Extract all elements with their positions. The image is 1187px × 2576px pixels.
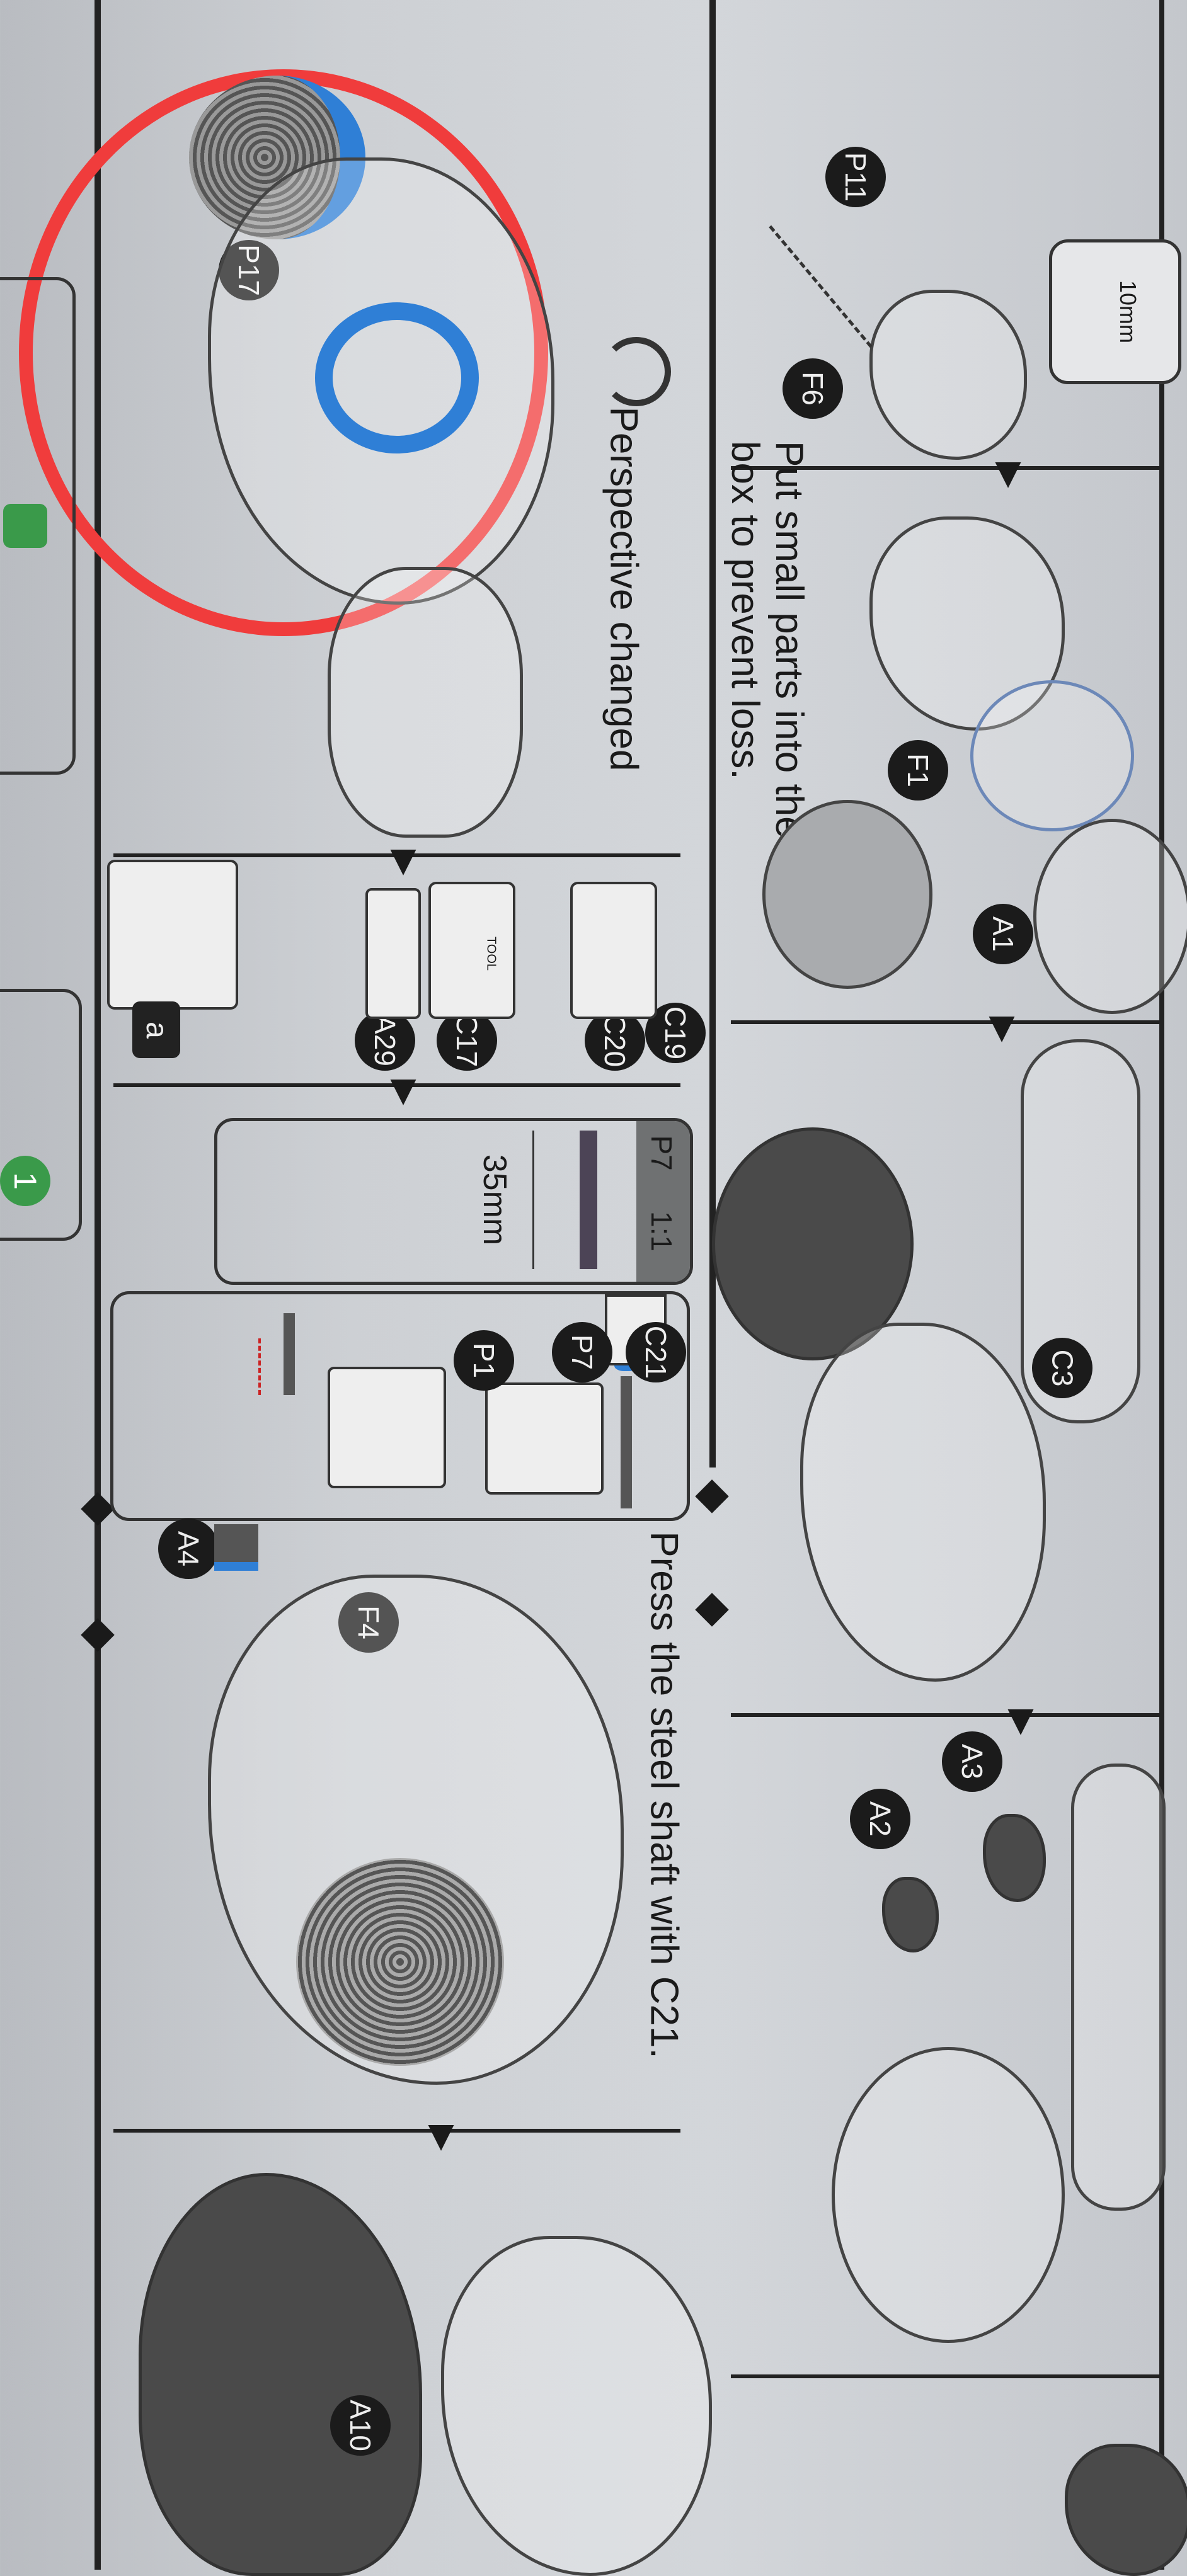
screw-size-box: 10mm — [1049, 239, 1181, 384]
scale-header — [636, 1121, 690, 1282]
column-divider-middle — [709, 0, 716, 1468]
rotate-view-icon — [602, 337, 671, 406]
frame-part-c3 — [800, 1323, 1046, 1682]
frame-part — [869, 516, 1065, 731]
row-divider — [731, 1713, 1159, 1717]
diamond-icon: ◆ — [81, 1481, 115, 1530]
press-shaft-instruction: Press the steel shaft with C21. — [642, 1531, 686, 2059]
small-parts-instruction: Put small parts into the box to prevent … — [723, 441, 811, 838]
frame-part — [441, 2236, 712, 2576]
settings-step-icon — [3, 504, 47, 548]
part-label-p1: P1 — [454, 1330, 514, 1391]
press-shaft-callout — [110, 1291, 690, 1521]
part-label-c20: C20 — [585, 1010, 645, 1071]
column-divider-left — [95, 0, 101, 2570]
arm-part-a10 — [139, 2173, 422, 2576]
ring-part-a1 — [1033, 819, 1187, 1014]
part-a3 — [983, 1814, 1046, 1902]
spring-installed — [315, 302, 479, 453]
row-divider — [731, 1020, 1159, 1024]
scale-part-label: P7 — [645, 1135, 678, 1171]
tool-press — [328, 1367, 446, 1488]
tool-with-spacer — [485, 1382, 604, 1495]
perspective-changed-label: Perspective changed — [602, 406, 646, 772]
press-direction-arrow-icon — [258, 1338, 261, 1395]
row-divider — [113, 2129, 680, 2133]
row-divider — [731, 2374, 1159, 2378]
frame-part-f6 — [869, 290, 1027, 460]
previous-step-panel — [0, 277, 76, 775]
scale-reference-box: P7 1:1 35mm — [214, 1118, 693, 1285]
shaft-p7 — [621, 1376, 632, 1508]
gear-ring-part — [970, 680, 1134, 831]
screw-length-label: 10mm — [1115, 280, 1141, 344]
part-label-c17: C17 — [437, 1010, 497, 1071]
part-label-a4: A4 — [158, 1519, 219, 1579]
step-number-badge: 1 — [0, 1156, 50, 1206]
step-arrow-icon: ▼ — [980, 1002, 1024, 1051]
row-divider — [113, 1083, 680, 1087]
step-arrow-icon: ▼ — [381, 835, 425, 884]
part-label-a10: A10 — [330, 2395, 391, 2456]
step-arrow-icon: ▼ — [986, 448, 1030, 497]
scale-ratio-label: 1:1 — [645, 1211, 678, 1251]
shaft-p7-actual-size — [580, 1131, 597, 1269]
part-label-a1: A1 — [973, 904, 1033, 964]
part-label-f1: F1 — [888, 740, 948, 801]
tool-c20 — [570, 882, 657, 1019]
part-a4 — [214, 1524, 258, 1571]
part-label-p11: P11 — [825, 147, 886, 207]
column-divider-right — [1159, 0, 1164, 2570]
gear-housing-part — [712, 1127, 914, 1360]
part-label-c21: C21 — [626, 1322, 686, 1382]
arm-part — [1071, 1764, 1166, 2211]
diamond-icon: ◆ — [81, 1607, 115, 1656]
parts-box-illustration — [762, 800, 932, 989]
diamond-icon: ◆ — [695, 1582, 729, 1631]
arm-part — [328, 567, 523, 838]
arm-part-dark — [1065, 2444, 1187, 2576]
part-label-f6: F6 — [783, 358, 843, 419]
diamond-icon: ◆ — [695, 1468, 729, 1517]
spring-coil-installed — [296, 1858, 504, 2066]
dimension-line — [532, 1131, 534, 1269]
part-label-c3: C3 — [1032, 1338, 1092, 1398]
part-label-a3: A3 — [942, 1731, 1002, 1792]
row-divider — [731, 466, 1159, 470]
part-label-a29: A29 — [355, 1010, 415, 1071]
pressed-shaft — [284, 1313, 295, 1395]
step-arrow-icon: ▼ — [999, 1695, 1043, 1744]
substep-badge-a: a — [132, 1001, 180, 1058]
part-label-a2: A2 — [850, 1789, 910, 1849]
gear-assembly — [832, 2047, 1065, 2343]
tool-assembled — [107, 860, 238, 1010]
step-arrow-icon: ▼ — [419, 2111, 463, 2160]
part-a29 — [365, 888, 421, 1019]
shaft-length-label: 35mm — [476, 1154, 513, 1246]
part-label-p7: P7 — [552, 1322, 612, 1382]
previous-step-panel — [0, 989, 82, 1241]
part-a2 — [882, 1877, 939, 1952]
assembly-guide-line — [769, 225, 873, 348]
tool-c17: TOOL — [428, 882, 515, 1019]
step-arrow-icon: ▼ — [381, 1065, 425, 1114]
row-divider — [113, 853, 680, 857]
tool-label: TOOL — [484, 936, 498, 971]
